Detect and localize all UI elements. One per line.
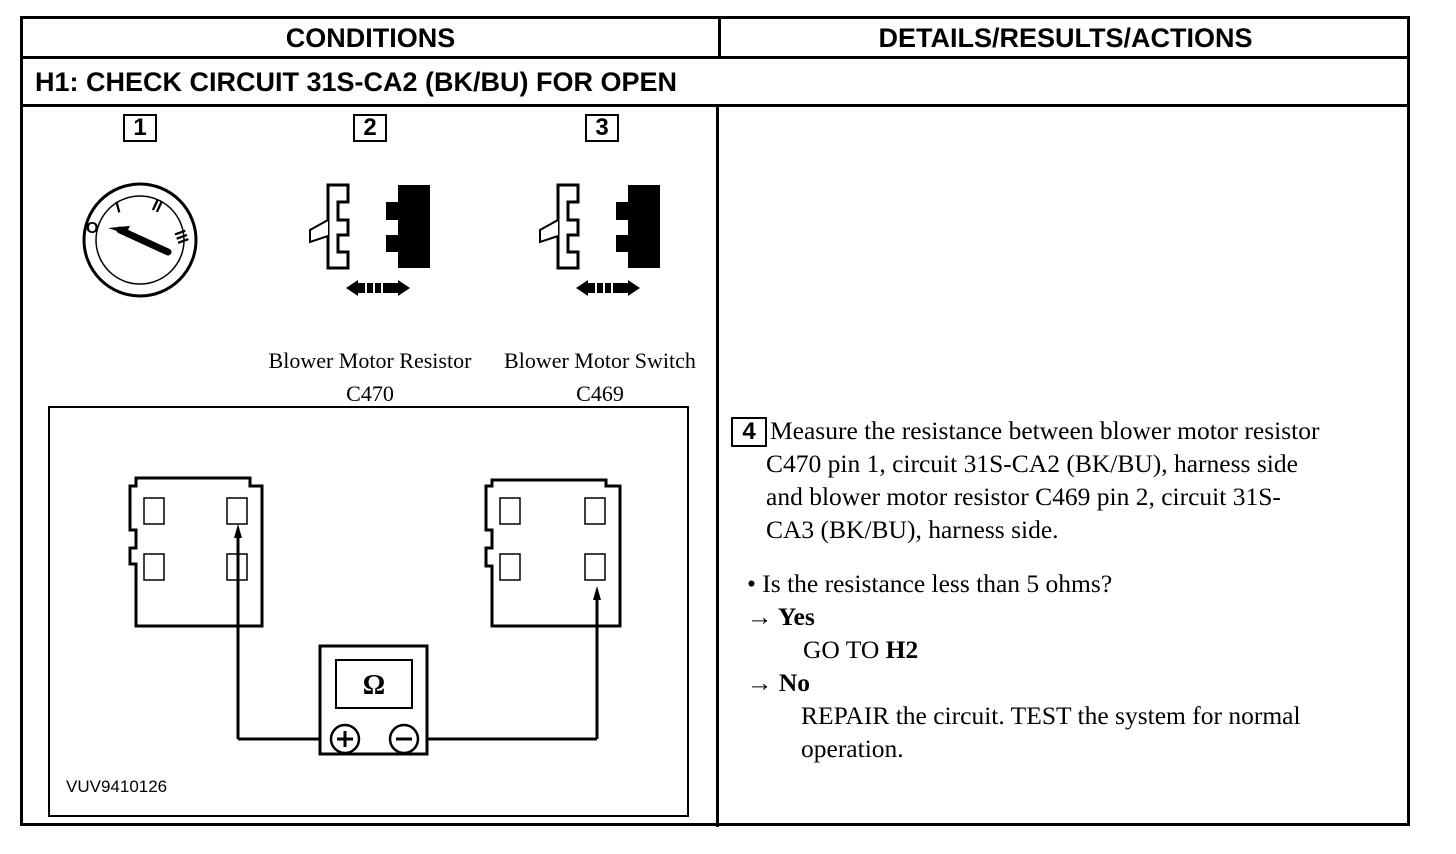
step-3-number: 3 [585,114,619,142]
yes-action-prefix: GO TO [803,635,886,664]
instruction-line: Measure the resistance between blower mo… [770,416,1320,445]
yes-label: → Yes [747,602,815,631]
ignition-pos-3: III [171,228,192,246]
switch-connector-label: C469 [576,381,624,406]
instruction-line: C470 pin 1, circuit 31S-CA2 (BK/BU), har… [766,449,1298,478]
no-action-line: REPAIR the circuit. TEST the system for … [801,701,1301,730]
yes-action-target: H2 [885,635,919,664]
no-action-line: operation. [801,734,904,763]
ignition-switch-icon: O I II III [82,182,198,298]
yes-action: GO TO H2 [803,634,918,666]
instruction-line: CA3 (BK/BU), harness side. [766,515,1059,544]
step-2-number: 2 [353,114,387,142]
no-label: → No [747,668,811,697]
conditions-header: CONDITIONS [23,19,721,59]
ignition-pos-1: I [114,199,123,217]
step-1-number: 1 [123,114,157,142]
switch-label: Blower Motor Switch [504,348,696,373]
ohm-symbol: Ω [363,670,385,701]
column-divider [716,107,719,827]
measurement-wiring-diagram: Ω [128,476,622,756]
connector-disconnect-icon [309,183,430,296]
measurement-diagram [48,406,689,817]
resistor-label: Blower Motor Resistor [268,348,472,373]
figure-id: VUV9410126 [66,777,168,796]
question: • Is the resistance less than 5 ohms? [747,569,1113,598]
connector-disconnect-icon [539,183,660,296]
test-step-table: CONDITIONS DETAILS/RESULTS/ACTIONS H1: C… [20,16,1410,827]
resistor-connector-label: C470 [346,381,394,406]
step-title: H1: CHECK CIRCUIT 31S-CA2 (BK/BU) FOR OP… [23,59,1407,107]
details-header: DETAILS/RESULTS/ACTIONS [721,19,1410,59]
instruction-line: and blower motor resistor C469 pin 2, ci… [766,482,1281,511]
ignition-pos-0: O [86,220,98,237]
step-4-number: 4 [731,417,767,447]
